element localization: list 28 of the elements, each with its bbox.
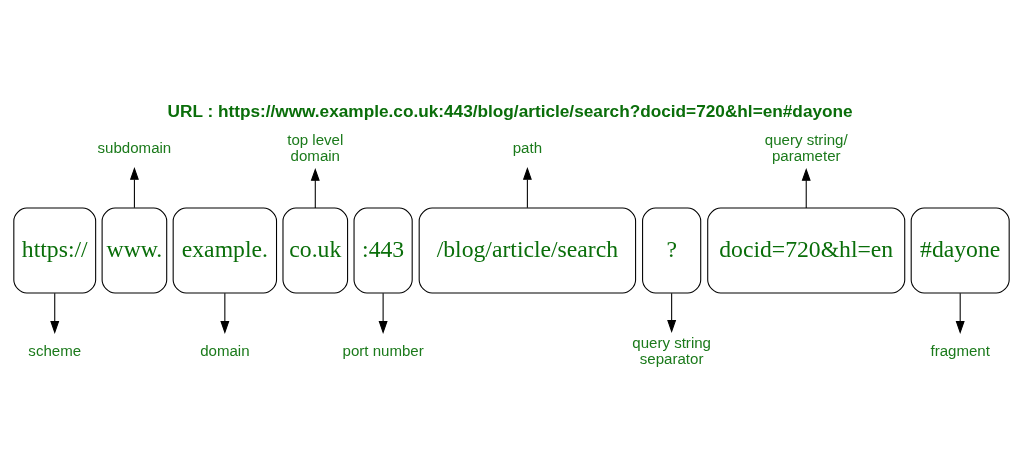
node-box: www. [101,207,168,294]
node-text: fragment [930,342,990,360]
node-text: path [512,138,543,156]
arrow [378,292,388,335]
arrow [220,292,230,335]
arrow [801,167,811,209]
node-text: query string/ parameter [764,130,848,164]
node-text: port number [342,342,424,360]
arrow [667,292,677,333]
arrow [522,166,532,209]
node-text: scheme [28,342,82,360]
arrow [310,167,320,209]
node-box: docid=720&hl=en [707,207,906,294]
arrow [50,292,60,335]
node-box: #dayone [910,207,1010,294]
node-box: example. [172,207,278,294]
node-text: domain [200,342,250,360]
node-box: co.uk [282,207,349,294]
arrow [129,166,139,209]
node-text: top level domain [287,130,344,164]
node-box: :443 [353,207,413,294]
arrow [955,292,965,335]
node-box: ? [642,207,702,294]
diagram-title: URL : https://www.example.co.uk:443/blog/article/search?docid=720&hl=en#dayone [167,101,853,122]
node-text: subdomain [97,138,172,156]
node-box: https:// [13,207,97,294]
node-text: query string separator [632,334,711,368]
node-box: /blog/article/search [418,207,637,294]
